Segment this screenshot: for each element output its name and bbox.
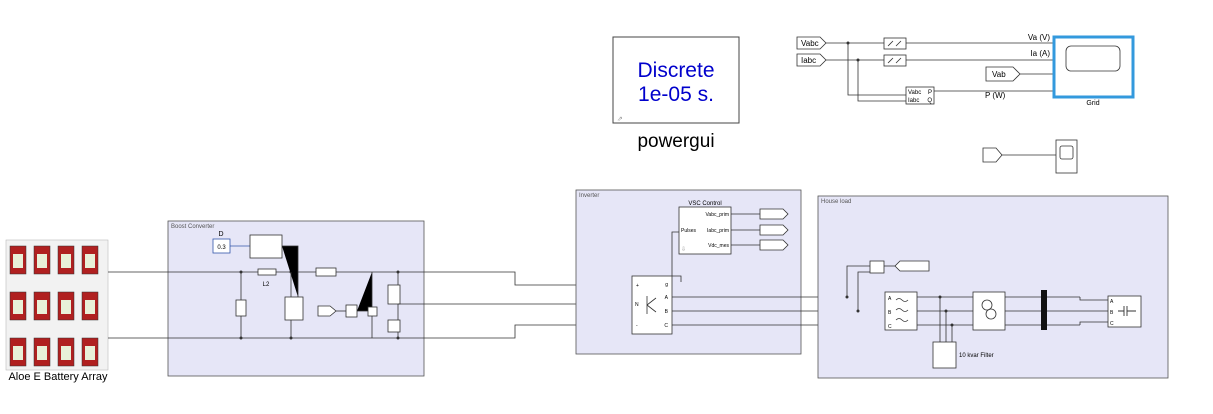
- battery-cell-label: [85, 346, 95, 360]
- boost-selector[interactable]: [345, 304, 358, 318]
- load-port-c: C: [1110, 321, 1114, 327]
- battery-cell-label: [37, 254, 47, 268]
- bridge-port-g: g: [665, 282, 668, 288]
- load-port-a: A: [1110, 299, 1114, 305]
- house-load-subsystem[interactable]: House load A B C 10 kvar Filter: [817, 195, 1169, 379]
- dc-link-cap-top[interactable]: [387, 284, 401, 305]
- bridge-port-plus: +: [636, 283, 639, 289]
- battery-array[interactable]: [5, 239, 109, 371]
- transformer-1[interactable]: A B C: [884, 291, 918, 331]
- powergui-label: powergui: [637, 131, 714, 152]
- house-rlc-load[interactable]: A B C: [1107, 295, 1142, 328]
- selector-ia[interactable]: [883, 54, 907, 67]
- bridge-port-n: N: [635, 302, 639, 308]
- battery-cell-label: [37, 300, 47, 314]
- goto-vabc-prim[interactable]: [759, 208, 789, 220]
- bridge-port-a: A: [665, 295, 669, 301]
- vsc-control-block[interactable]: VSC Control Pulses Vabc_prim Iabc_prim V…: [678, 201, 732, 255]
- pwm-generator-block[interactable]: [249, 234, 283, 259]
- pq-output-p: P: [928, 90, 932, 96]
- inverter-subsystem[interactable]: Inverter VSC Control Pulses Vabc_prim Ia…: [575, 189, 885, 355]
- selector-va[interactable]: [883, 37, 907, 50]
- battery-cell-label: [13, 254, 23, 268]
- house-goto-tag[interactable]: [894, 260, 930, 272]
- filter-label: 10 kvar Filter: [959, 353, 994, 359]
- load-port-b: B: [1110, 310, 1114, 316]
- boost-converter-subsystem[interactable]: Boost Converter D 0.3 L2: [108, 220, 632, 377]
- link-icon: ⇗: [617, 116, 623, 123]
- boost-capacitor[interactable]: [235, 299, 247, 317]
- battery-cell-label: [13, 300, 23, 314]
- iabc-from-tag[interactable]: Iabc: [796, 53, 827, 67]
- battery-cell-label: [37, 346, 47, 360]
- bridge-port-c: C: [664, 323, 668, 329]
- three-phase-bus-bar[interactable]: [1041, 290, 1047, 330]
- inductor-l2[interactable]: [257, 268, 277, 276]
- vab-tag-label: Vab: [992, 70, 1006, 79]
- t1-port-c: C: [888, 324, 892, 330]
- small-scope[interactable]: [1055, 139, 1078, 174]
- battery-cell-label: [85, 254, 95, 268]
- vabc-from-tag[interactable]: Vabc: [796, 36, 827, 50]
- vabc-tag-label: Vabc: [801, 39, 819, 48]
- p-signal-label: P (W): [985, 91, 1006, 100]
- vsc-control-title: VSC Control: [688, 201, 721, 207]
- grid-scope[interactable]: [1052, 35, 1135, 99]
- battery-cell-label: [85, 300, 95, 314]
- battery-cells: [9, 245, 99, 367]
- pq-output-q: Q: [927, 98, 932, 104]
- boost-converter-title: Boost Converter: [171, 224, 214, 230]
- battery-cell-label: [61, 346, 71, 360]
- house-measurement-block[interactable]: [869, 260, 885, 274]
- powergui-solver-type: Discrete: [637, 59, 714, 82]
- universal-bridge[interactable]: + N - g A B C: [631, 275, 673, 335]
- boost-from-tag[interactable]: [317, 305, 337, 317]
- powergui-block[interactable]: Discrete 1e-05 s. ⇗: [612, 36, 740, 124]
- transformer-2[interactable]: [972, 291, 1006, 331]
- iabc-tag-label: Iabc: [801, 56, 816, 65]
- boost-voltage-meas[interactable]: [367, 306, 378, 317]
- battery-cell-label: [61, 300, 71, 314]
- filter-block[interactable]: [932, 341, 957, 369]
- vsc-out-vdc: Vdc_mes: [708, 243, 729, 249]
- igbt-switch[interactable]: [284, 296, 304, 321]
- vsc-out-iabc: Iabc_prim: [707, 228, 729, 234]
- grid-measurement: Vabc Iabc Va (V) Ia (A) Vab Vabc: [796, 33, 1135, 107]
- vab-from-tag[interactable]: Vab: [985, 66, 1021, 82]
- power-pq-block[interactable]: Vabc Iabc P Q: [905, 86, 935, 105]
- t1-port-b: B: [888, 310, 892, 316]
- goto-vdc-mes[interactable]: [759, 239, 789, 251]
- duty-cycle-label: D: [218, 231, 223, 238]
- t1-port-a: A: [888, 296, 892, 302]
- pq-input-vabc: Vabc: [908, 90, 921, 96]
- powergui-sample-time: 1e-05 s.: [638, 83, 714, 106]
- inverter-title: Inverter: [579, 193, 599, 199]
- battery-array-label: Aloe E Battery Array: [8, 371, 108, 383]
- diode-block[interactable]: [315, 267, 337, 277]
- inductor-label: L2: [263, 282, 270, 288]
- pq-input-iabc: Iabc: [908, 98, 919, 104]
- bridge-port-b: B: [665, 309, 669, 315]
- vsc-pulses-port: Pulses: [681, 228, 697, 234]
- duty-cycle-value: 0.3: [217, 245, 226, 251]
- ia-signal-label: Ia (A): [1030, 49, 1050, 58]
- bridge-port-minus: -: [636, 323, 638, 329]
- battery-cell-label: [13, 346, 23, 360]
- small-from-tag[interactable]: [982, 147, 1003, 163]
- dc-link-cap-bottom[interactable]: [387, 319, 401, 333]
- house-load-title: House load: [821, 199, 851, 205]
- vsc-out-vabc: Vabc_prim: [705, 212, 729, 218]
- goto-iabc-prim[interactable]: [759, 224, 789, 236]
- va-signal-label: Va (V): [1028, 33, 1050, 42]
- grid-scope-label: Grid: [1086, 100, 1099, 107]
- battery-cell-label: [61, 254, 71, 268]
- vsc-link-icon: ⇩: [681, 246, 686, 253]
